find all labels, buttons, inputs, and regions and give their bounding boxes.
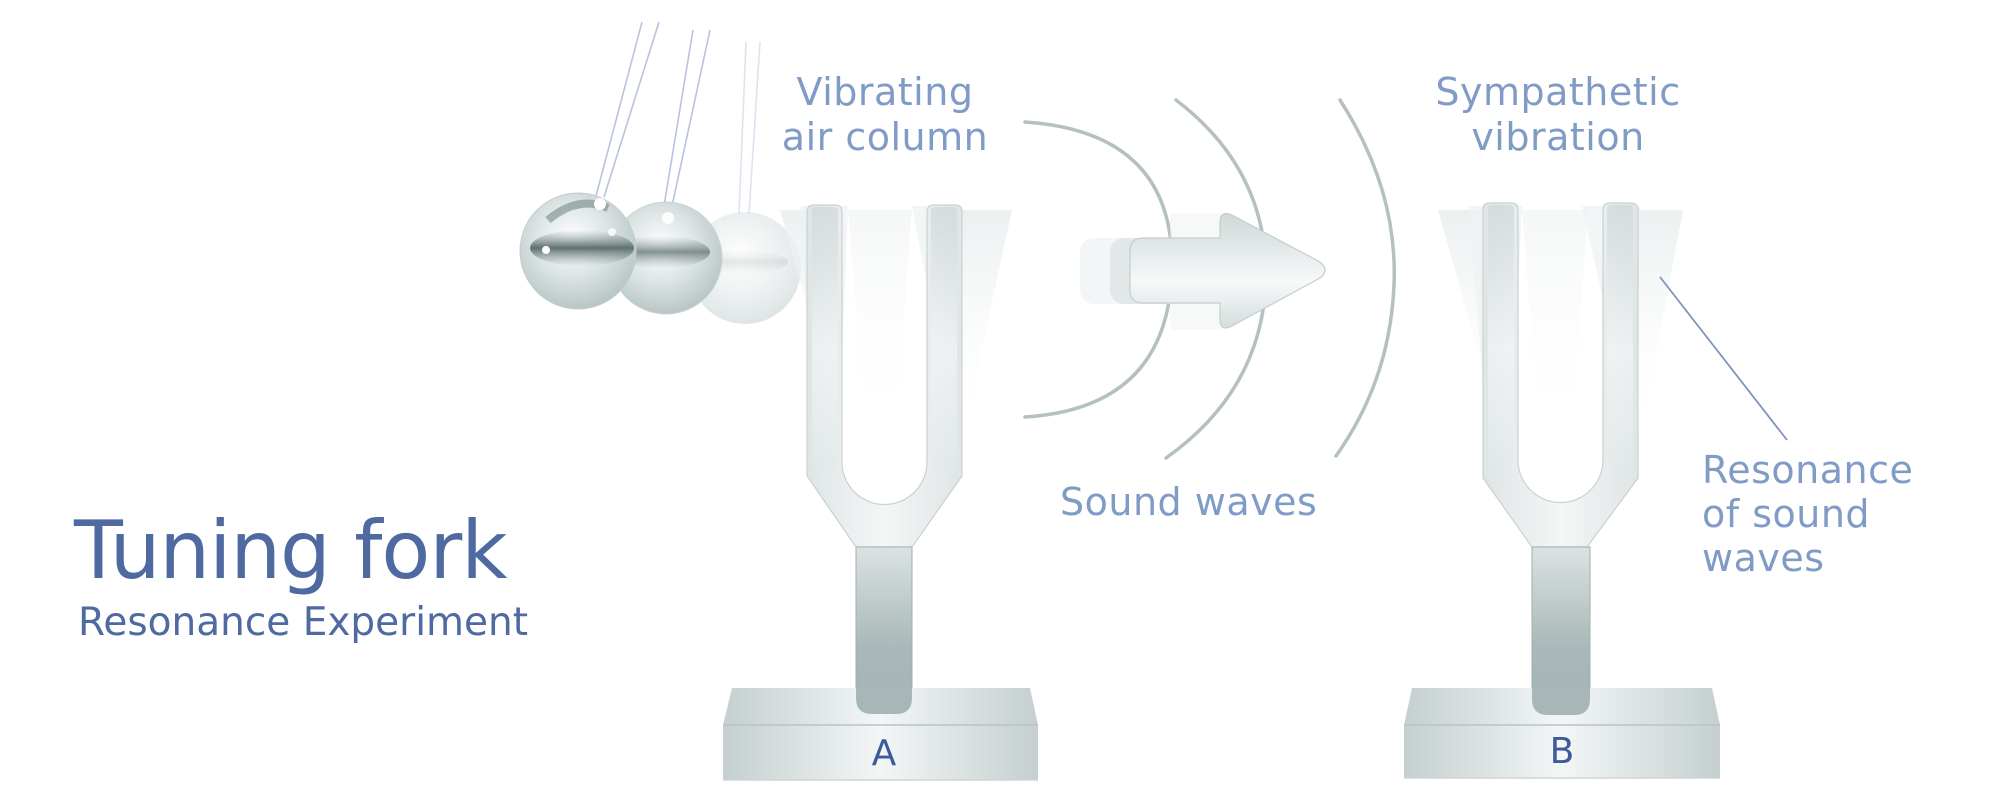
leader-line xyxy=(1659,276,1788,441)
right-arrow-icon xyxy=(1080,212,1326,330)
label-line: air column xyxy=(781,115,989,159)
label-line: vibration xyxy=(1471,115,1645,159)
label-resonance-of-sound-waves: Resonance of sound waves xyxy=(1702,448,1913,580)
fork-b-label: B xyxy=(1549,731,1575,772)
label-line: waves xyxy=(1702,536,1825,580)
label-sound-waves: Sound waves xyxy=(1060,480,1318,524)
label-line: Sympathetic xyxy=(1435,70,1681,114)
page-title: Tuning fork xyxy=(74,504,508,597)
fork-a-label: A xyxy=(871,733,897,774)
label-line: Resonance xyxy=(1702,448,1914,492)
tuning-fork-a xyxy=(723,204,1038,781)
newtons-cradle-icon xyxy=(519,192,801,324)
page-subtitle: Resonance Experiment xyxy=(78,600,529,645)
label-line: of sound xyxy=(1702,492,1871,536)
label-line: Vibrating xyxy=(796,70,974,114)
tuning-fork-b xyxy=(1404,202,1720,779)
label-sympathetic-vibration: Sympathetic vibration xyxy=(1400,70,1716,160)
label-vibrating-air-column: Vibrating air column xyxy=(760,70,1010,160)
pendulum-strings xyxy=(595,21,761,215)
